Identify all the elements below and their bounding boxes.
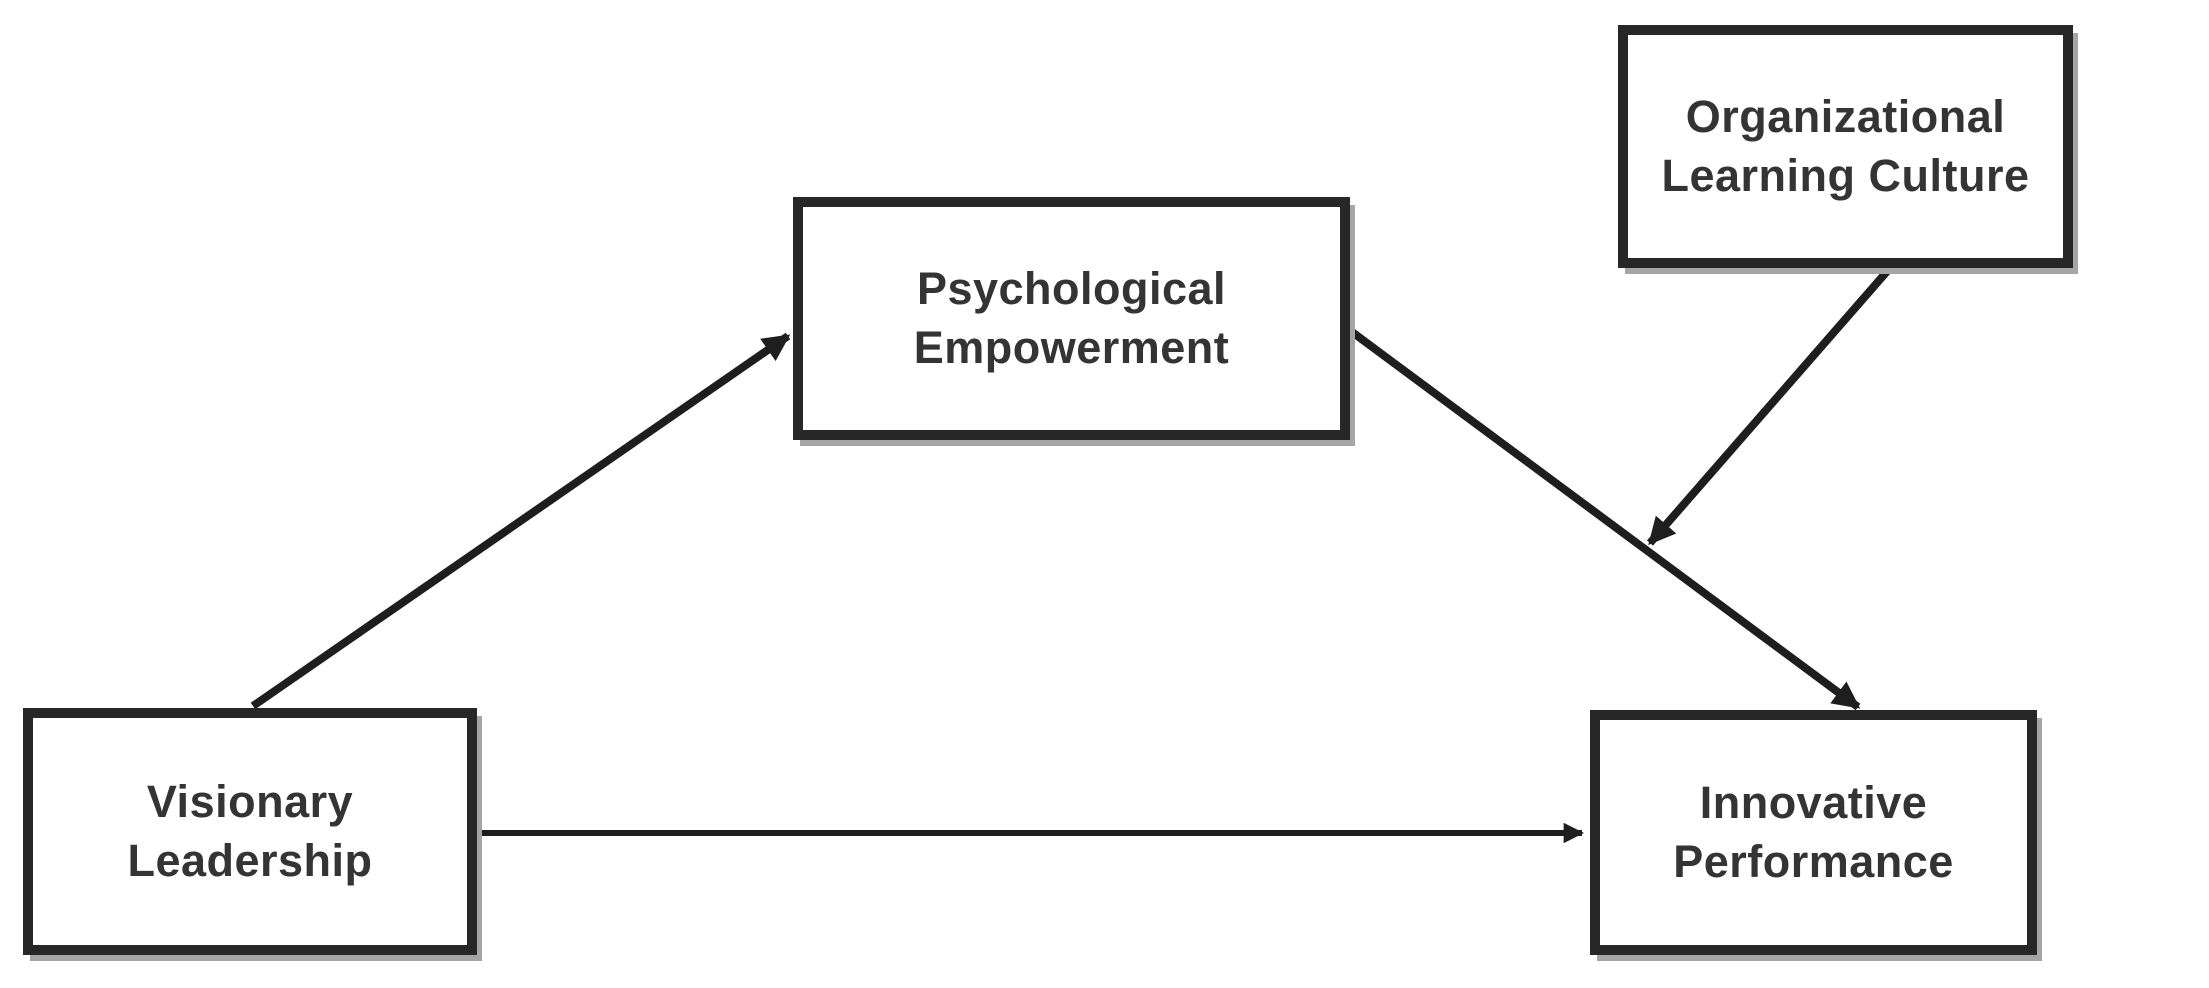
node-organizational-learning-culture: Organizational Learning Culture — [1618, 25, 2073, 268]
arrow-empowerment-to-performance — [1345, 325, 1861, 711]
node-visionary-leadership: Visionary Leadership — [23, 708, 477, 955]
node-label-line: Performance — [1673, 835, 1954, 887]
node-label-line: Empowerment — [913, 321, 1230, 373]
node-innovative-performance: Innovative Performance — [1590, 710, 2037, 955]
node-label-line: Learning Culture — [1661, 149, 2030, 201]
arrow-visionary-to-empowerment — [250, 332, 791, 710]
node-label-line: Leadership — [127, 834, 373, 886]
node-psychological-empowerment: Psychological Empowerment — [793, 197, 1350, 440]
node-label-line: Innovative — [1699, 777, 1928, 828]
node-label-line: Organizational — [1685, 91, 2006, 142]
node-label-line: Psychological — [916, 263, 1227, 314]
node-label-line: Visionary — [146, 776, 354, 827]
arrow-learning-culture-moderation — [1646, 265, 1894, 546]
